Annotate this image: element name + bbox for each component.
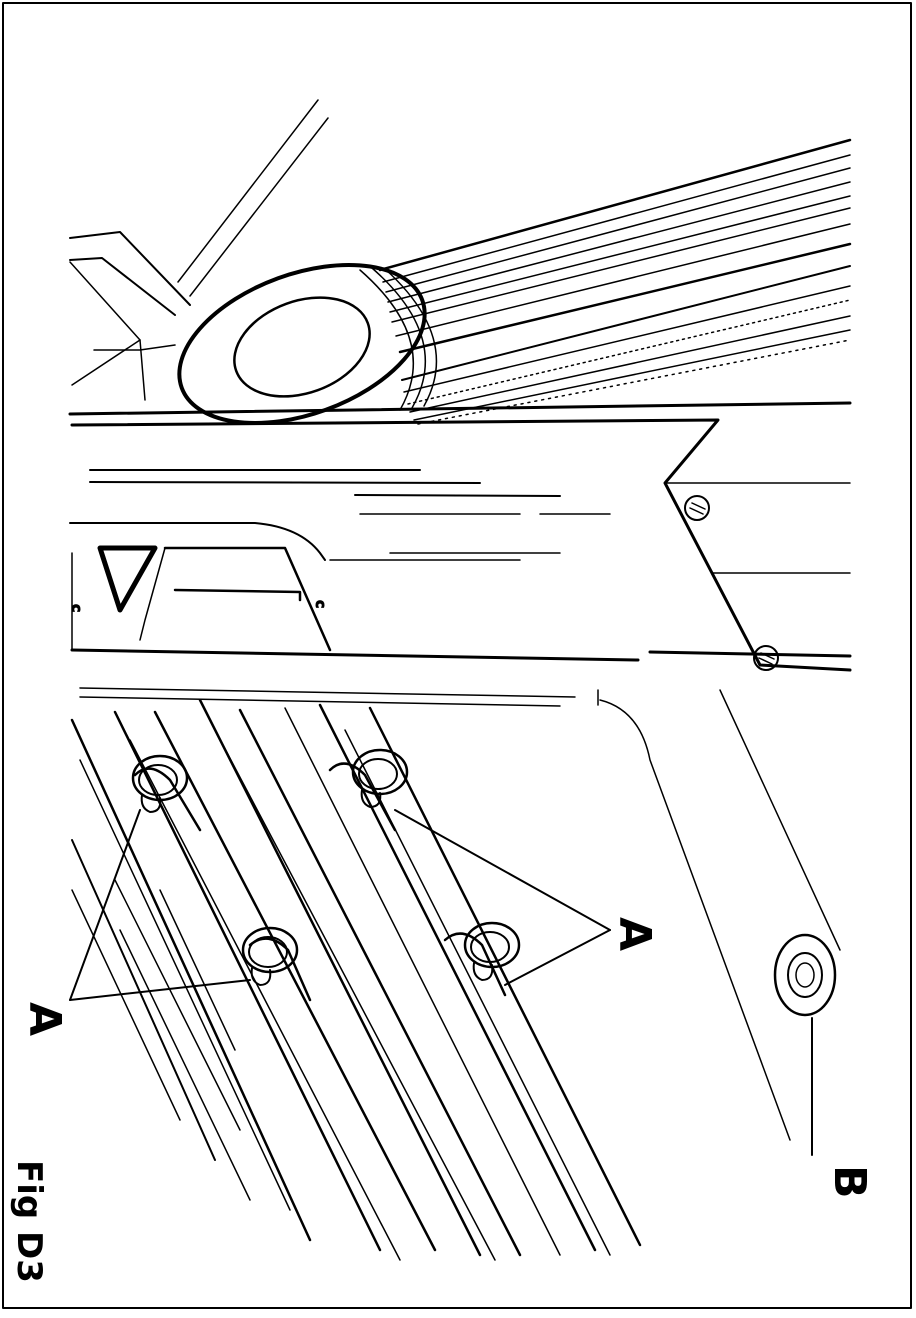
leader-lines-a [69, 809, 611, 1001]
bolt-a-upper-right [351, 748, 409, 808]
fold-screws [684, 495, 779, 671]
label-a-right: A [609, 917, 660, 951]
panel-outline [68, 401, 852, 672]
adjust-slots [133, 762, 507, 1002]
svg-text:c: c [312, 600, 328, 608]
column-bars [378, 138, 852, 425]
hub-ring [177, 262, 438, 426]
label-a-left: A [19, 1002, 70, 1036]
bolt-a-lower-right [463, 921, 521, 981]
bolt-a-lower-left [241, 926, 299, 986]
triangle-vent: c c [68, 545, 332, 652]
bolt-a-upper-left [131, 754, 189, 813]
steering-assembly [69, 99, 329, 401]
panel-grooves [69, 469, 841, 1141]
svg-text:c: c [68, 604, 84, 612]
label-b: B [824, 1165, 875, 1199]
bolt-b [773, 933, 837, 1156]
figure-caption: Fig D3 [9, 1160, 49, 1283]
